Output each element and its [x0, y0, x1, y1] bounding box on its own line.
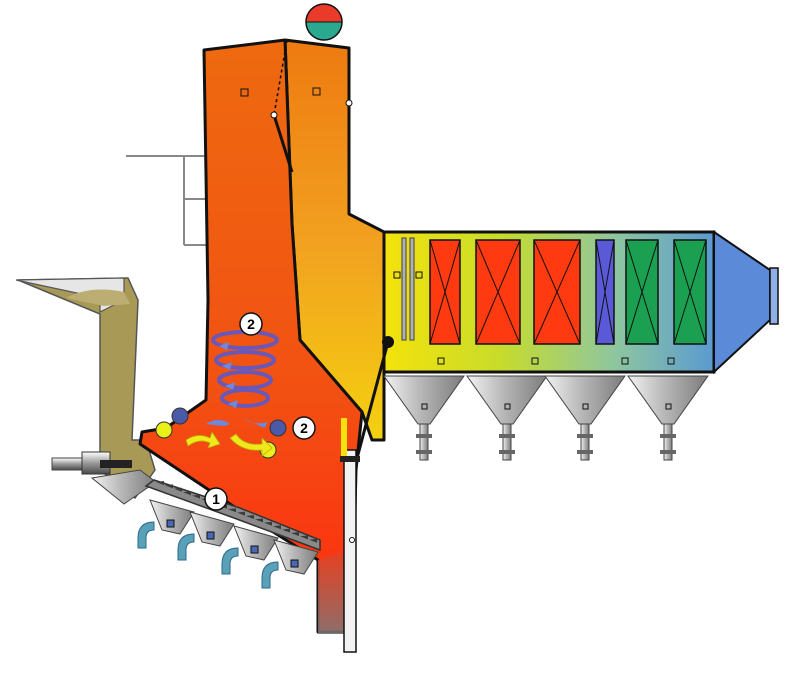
grate-step: [309, 538, 317, 543]
ash-hoppers: [383, 375, 709, 461]
drum-icon: [305, 3, 343, 41]
duct-separator: [354, 341, 390, 463]
grate-step: [255, 518, 263, 523]
duct-ports: [437, 357, 675, 365]
grate-step: [264, 521, 272, 526]
grate-air-hopper-icon: [137, 499, 195, 549]
grate-step: [282, 528, 290, 533]
port-icon: [437, 357, 445, 365]
ash-hopper-icon: [627, 375, 709, 461]
duct-outlet: [713, 230, 771, 375]
heat-exchanger-bank: [533, 239, 581, 345]
grate-air-hopper-icon: [177, 511, 235, 561]
grate-feed-hopper: [90, 469, 157, 505]
grate-air-hopper-icon: [261, 539, 319, 589]
port-icon: [415, 271, 423, 279]
grate-air-hopper-icon: [221, 525, 279, 575]
pipe-joint: [349, 537, 355, 543]
partition-wall: [272, 114, 294, 173]
marker-swirl: 2: [239, 312, 263, 336]
downcomer-flange: [340, 456, 360, 462]
swirl-arrow: [222, 362, 232, 370]
ash-hopper-icon: [544, 375, 626, 461]
screw-feeder-icon: [51, 451, 132, 475]
marker-label: 2: [247, 316, 255, 332]
swirl-arrow: [225, 382, 235, 390]
grate-step: [174, 487, 182, 492]
port-icon: [312, 87, 321, 96]
fuel-feed-chute: [17, 277, 156, 500]
heat-exchanger-bank: [673, 239, 707, 345]
heat-exchanger-bank: [625, 239, 659, 345]
fuel-bed: [66, 289, 130, 306]
evaporator-tubes: [401, 237, 415, 341]
gas-arrows: [185, 431, 273, 457]
port-icon: [240, 88, 249, 97]
grate-step: [165, 484, 173, 489]
swirl-ring: [220, 388, 270, 408]
heat-exchanger-bank: [475, 239, 521, 345]
air-nozzles: [155, 407, 287, 459]
grate-step: [273, 525, 281, 530]
marker-secondary-air: 2: [292, 416, 316, 440]
swirl-arrow: [219, 342, 229, 350]
port-icon: [667, 357, 675, 365]
grate-step: [192, 494, 200, 499]
marker-label: 1: [212, 491, 220, 507]
ash-hopper-icon: [466, 375, 548, 461]
grate-step: [237, 511, 245, 516]
grate-step: [156, 481, 164, 485]
downcomer-pipe: [343, 449, 357, 653]
air-nozzle-icon: [269, 419, 287, 437]
grate-step: [300, 535, 308, 540]
heat-exchanger-bank: [429, 239, 461, 345]
partition-joint: [345, 99, 353, 107]
port-icon: [531, 357, 539, 365]
swirl-icon: [206, 330, 279, 428]
partition-joint: [270, 111, 278, 119]
marker-label: 2: [300, 420, 308, 436]
swirl-arrow: [228, 400, 238, 408]
grate: [144, 479, 321, 552]
grate-step: [246, 515, 254, 519]
swirl-ring: [214, 350, 276, 370]
marker-grate: 1: [204, 487, 228, 511]
swirl-arrow: [244, 418, 268, 428]
port-icon: [621, 357, 629, 365]
swirl-arrow: [206, 420, 230, 426]
grate-step: [228, 508, 236, 513]
heat-exchanger-banks: [429, 239, 707, 345]
partition-dotted: [273, 39, 288, 116]
air-nozzle-icon: [171, 407, 189, 425]
ash-hopper-icon: [383, 375, 465, 461]
port-icon: [393, 271, 401, 279]
duct-separator-joint: [382, 336, 394, 348]
heat-exchanger-bank: [595, 239, 615, 345]
grate-step: [183, 491, 191, 496]
outlet-flange: [769, 267, 779, 325]
grate-air-hoppers: [137, 499, 319, 589]
air-nozzle-icon: [155, 421, 173, 439]
grate-step: [291, 532, 299, 536]
